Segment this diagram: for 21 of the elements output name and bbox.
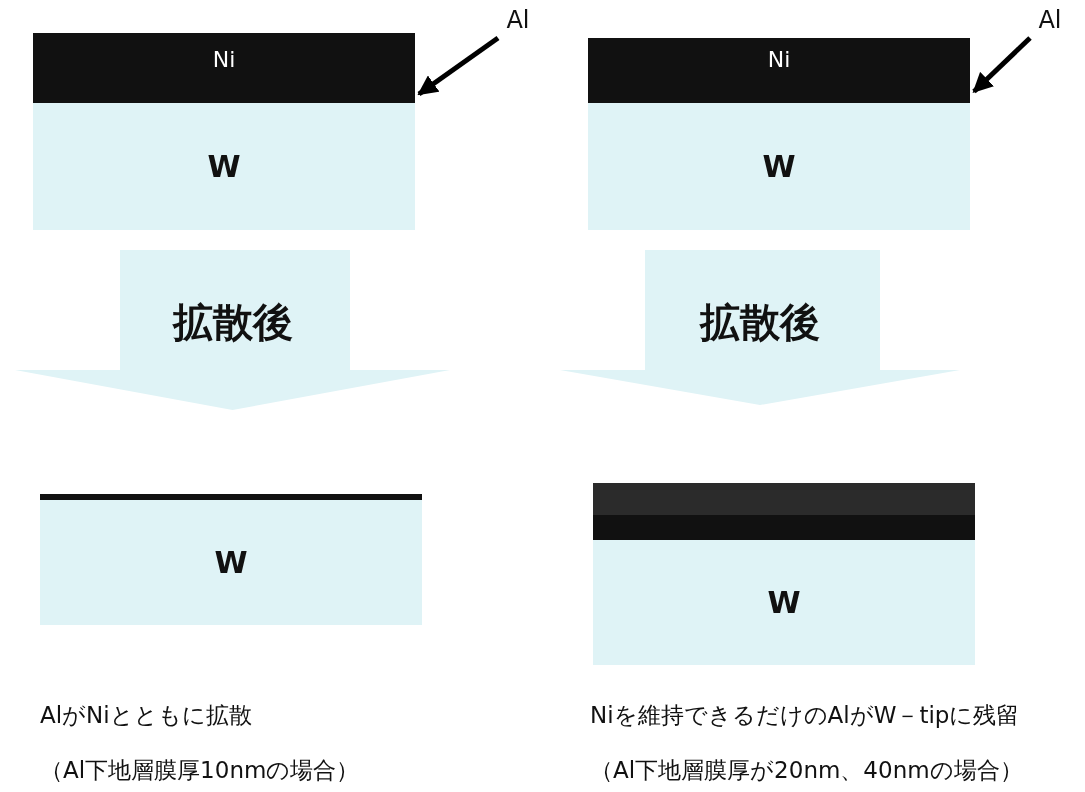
nickel-layer: Ni [588,38,970,80]
layer-label: Al [1028,0,1072,40]
caption-text: AlがNiとともに拡散 [40,701,252,730]
block-arrow: 拡散後 [560,250,960,405]
aluminium-layer [588,80,970,103]
tungsten-substrate: W [40,500,422,625]
tungsten-substrate: W [33,103,415,230]
layer-label: Al [496,0,540,40]
caption-text: Niを維持できるだけのAlがW－tipに残留 [590,701,1020,730]
nickel-layer [593,483,975,515]
aluminium-layer [33,85,415,103]
caption-text: （Al下地層膜厚10nmの場合） [40,756,360,785]
leader-arrow [417,35,500,97]
caption-text: （Al下地層膜厚が20nm、40nmの場合） [590,756,1023,785]
thin-layer [40,494,422,500]
tungsten-substrate: W [593,540,975,665]
block-arrow: 拡散後 [15,250,450,410]
nickel-layer: Ni [33,33,415,85]
tungsten-substrate: W [588,103,970,230]
leader-arrow [972,36,1032,94]
aluminium-layer [593,515,975,540]
